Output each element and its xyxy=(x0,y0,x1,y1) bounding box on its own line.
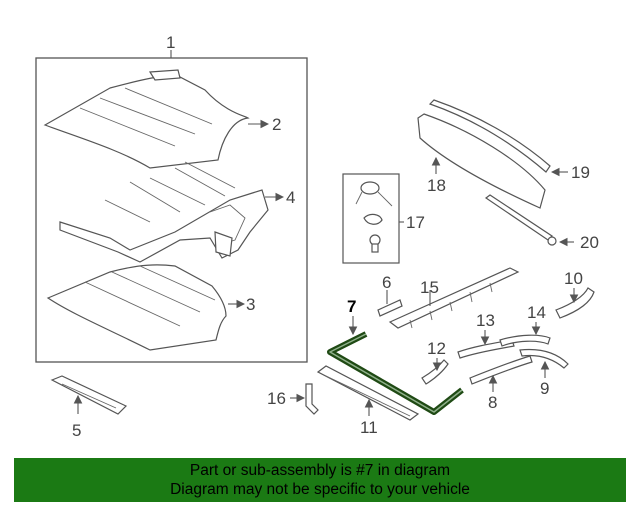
part-9-channel[interactable] xyxy=(519,348,569,369)
callout-9: 9 xyxy=(540,379,549,398)
part-17-hardware-kit[interactable] xyxy=(342,173,400,264)
part-10-channel[interactable] xyxy=(555,287,595,319)
part-11-lower-rail[interactable] xyxy=(316,365,420,421)
part-20-seal-rod[interactable] xyxy=(484,194,557,246)
part-19-strip[interactable] xyxy=(428,99,551,173)
callout-5: 5 xyxy=(72,421,81,440)
part-13-weatherstrip[interactable] xyxy=(457,339,515,359)
part-4-frame[interactable] xyxy=(59,161,269,263)
part-6-clip[interactable] xyxy=(377,299,403,317)
callout-15: 15 xyxy=(420,278,439,297)
callout-7: 7 xyxy=(347,297,356,316)
callout-17: 17 xyxy=(406,213,425,232)
part-18-rear-window[interactable] xyxy=(417,113,546,209)
callout-6: 6 xyxy=(382,273,391,292)
part-14-weatherstrip[interactable] xyxy=(499,334,551,347)
banner-line-2: Diagram may not be specific to your vehi… xyxy=(170,481,470,498)
callout-11: 11 xyxy=(360,418,378,437)
callout-16: 16 xyxy=(267,389,286,408)
part-5-bracket[interactable] xyxy=(50,375,128,415)
callout-4: 4 xyxy=(286,188,295,207)
callout-20: 20 xyxy=(580,233,599,252)
callout-1: 1 xyxy=(166,33,175,52)
part-2-top-cover[interactable] xyxy=(43,69,250,169)
part-7-seal-highlighted[interactable] xyxy=(327,331,464,415)
callout-10: 10 xyxy=(564,269,583,288)
callout-3: 3 xyxy=(246,295,255,314)
part-3-lower-cover[interactable] xyxy=(46,264,227,351)
part-16-hook[interactable] xyxy=(305,383,319,415)
callout-2: 2 xyxy=(272,115,281,134)
part-12-weatherstrip[interactable] xyxy=(421,359,449,385)
callout-13: 13 xyxy=(476,311,495,330)
parts-diagram: 1 2 3 4 5 6 7 8 9 10 11 12 13 14 15 16 1… xyxy=(35,33,599,440)
callout-14: 14 xyxy=(527,303,546,322)
callout-12: 12 xyxy=(427,339,446,358)
part-15-side-rail[interactable] xyxy=(388,267,520,329)
part-8-channel[interactable] xyxy=(469,355,533,385)
callout-18: 18 xyxy=(427,176,446,195)
banner-line-1: Part or sub-assembly is #7 in diagram xyxy=(189,462,451,479)
callout-19: 19 xyxy=(571,163,590,182)
info-banner: Part or sub-assembly is #7 in diagram Di… xyxy=(14,458,626,502)
callout-8: 8 xyxy=(488,393,497,412)
